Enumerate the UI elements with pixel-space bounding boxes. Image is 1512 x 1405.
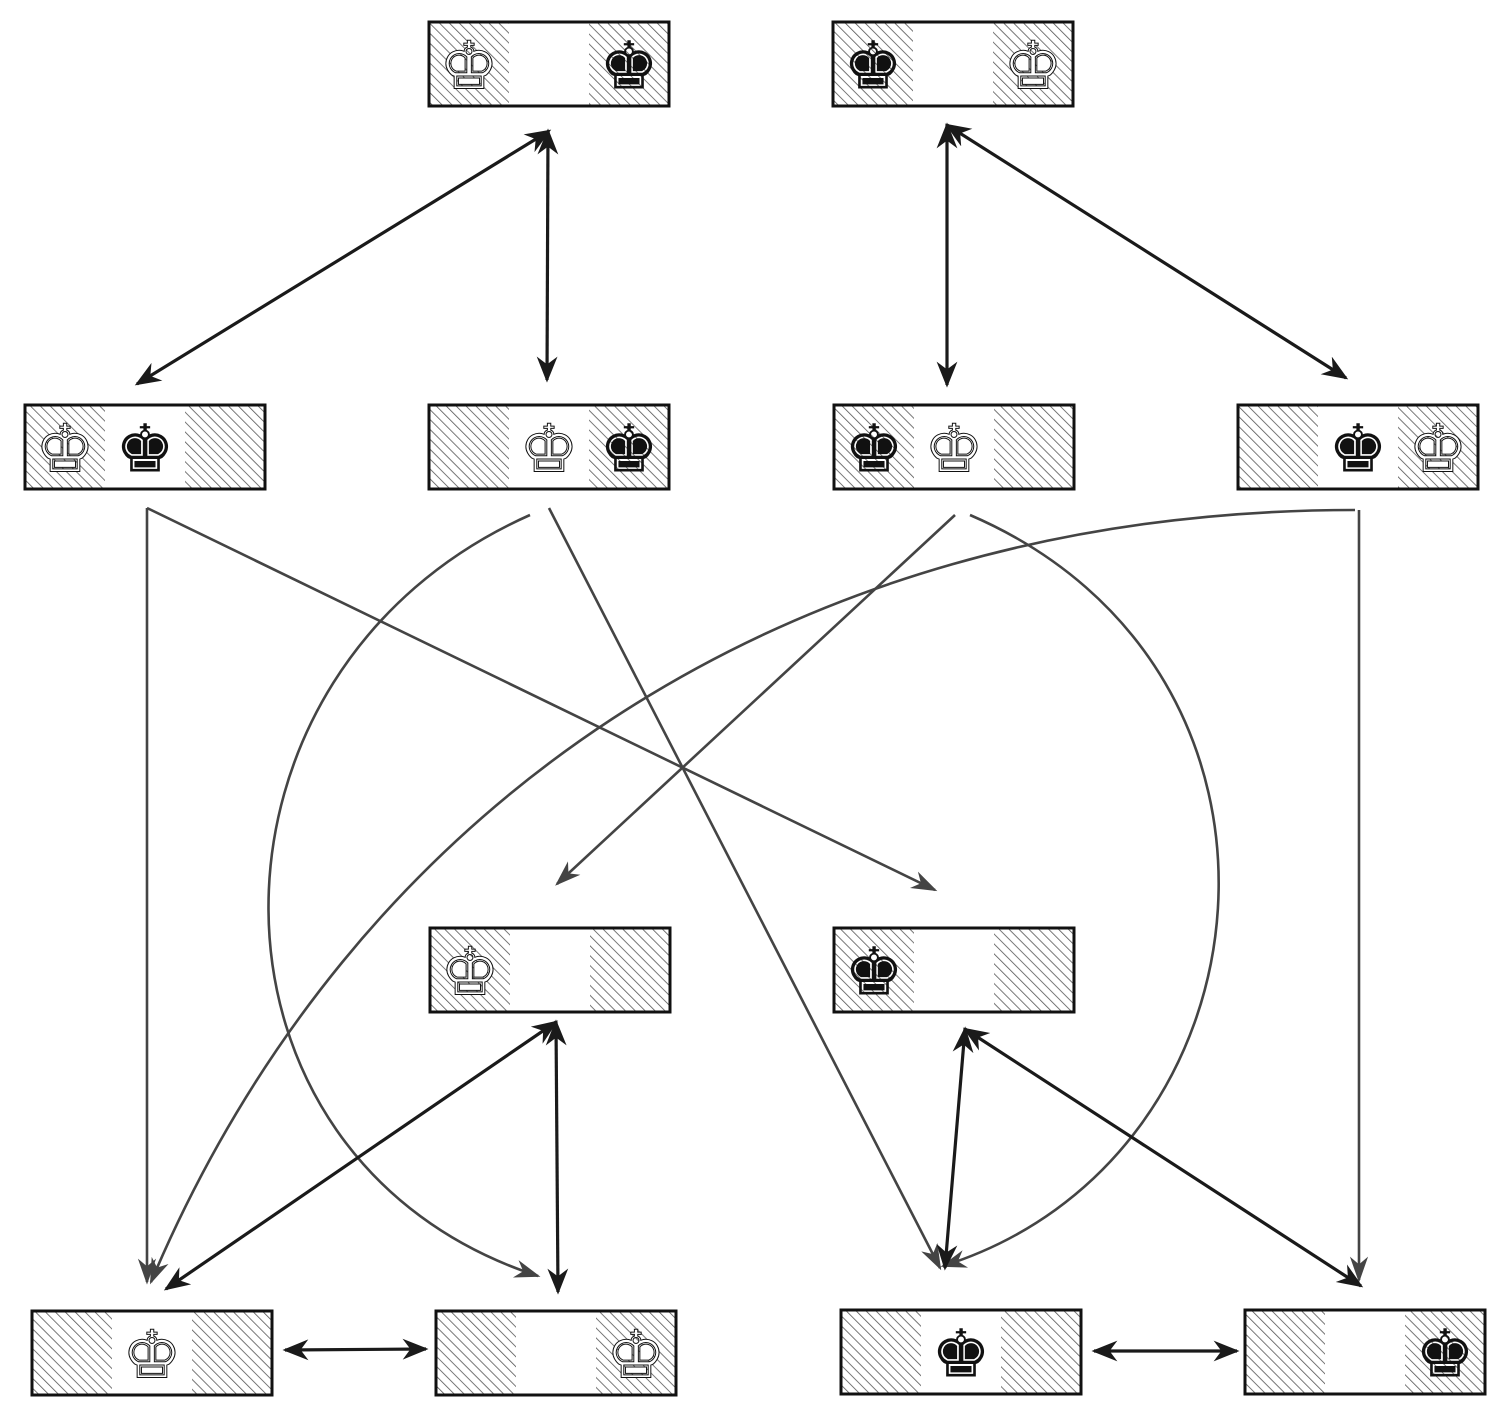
edge-s1-s4 [536,128,559,383]
hatched-cell [1245,1310,1325,1394]
hatched-cell [1001,1310,1081,1394]
state-box-frame [427,403,671,491]
hatched-cell [590,928,670,1012]
hatched-cell [833,22,913,106]
state-box-s11: ♚ [839,1308,1083,1396]
hatched-cell [994,405,1074,489]
hatched-cell [32,1311,112,1395]
hatched-cell [589,405,669,489]
black-king-icon: ♚ [599,28,658,105]
edge-s8-s11 [936,1026,974,1271]
state-box-frame [434,1309,678,1397]
white-king-icon: ♚ [439,28,498,105]
hatched-cell [994,928,1074,1012]
black-king-icon: ♚ [1328,411,1387,488]
black-king-icon: ♚ [844,411,903,488]
hatched-cell [1398,405,1478,489]
white-king-icon: ♚ [122,1317,181,1394]
edge-s8-s12 [962,1027,1364,1288]
black-king-icon: ♚ [599,411,658,488]
hatched-cell [1405,1310,1485,1394]
state-box-s7: ♚ [428,926,672,1014]
edge-s1-s3 [134,129,552,386]
state-box-frame [839,1308,1083,1396]
hatched-cell [25,405,105,489]
hatched-cell [436,1311,516,1395]
state-box-s5: ♚♚ [832,403,1076,491]
state-box-s10: ♚ [434,1309,678,1397]
black-king-icon: ♚ [1415,1316,1474,1393]
hatched-cell [1238,405,1318,489]
state-box-s4: ♚♚ [427,403,671,491]
state-box-frame [832,403,1076,491]
hatched-cell [993,22,1073,106]
states-layer: ♚♚♚♚♚♚♚♚♚♚♚♚♚♚♚♚♚♚ [23,20,1487,1397]
edges-layer [134,122,1369,1362]
edge-s7-s10 [545,1019,569,1295]
state-box-s12: ♚ [1243,1308,1487,1396]
white-king-icon: ♚ [606,1317,665,1394]
state-box-frame [1243,1308,1487,1396]
state-box-s2: ♚♚ [831,20,1075,108]
edge-s7-s9 [163,1020,559,1291]
state-box-frame [428,926,672,1014]
white-king-icon: ♚ [519,411,578,488]
edge-s5-s11 [940,513,1220,1268]
hatched-cell [429,22,509,106]
state-box-s8: ♚ [832,926,1076,1014]
hatched-cell [589,22,669,106]
hatched-cell [185,405,265,489]
white-king-icon: ♚ [35,411,94,488]
hatched-cell [834,928,914,1012]
hatched-cell [834,405,914,489]
edge-s5-s7 [555,514,956,886]
state-box-frame [1236,403,1480,491]
state-box-frame [427,20,671,108]
hatched-cell [841,1310,921,1394]
hatched-cell [429,405,509,489]
state-box-s1: ♚♚ [427,20,671,108]
black-king-icon: ♚ [843,28,902,105]
edge-s4-s11 [547,507,942,1271]
state-box-frame [23,403,267,491]
state-box-s3: ♚♚ [23,403,267,491]
hatched-cell [192,1311,272,1395]
edge-s2-s6 [944,123,1349,380]
hatched-cell [596,1311,676,1395]
state-box-frame [30,1309,274,1397]
state-box-frame [831,20,1075,108]
edge-s4-s10 [267,513,541,1278]
white-king-icon: ♚ [1003,28,1062,105]
edge-s9-s10 [282,1338,429,1361]
state-box-s9: ♚ [30,1309,274,1397]
black-king-icon: ♚ [931,1316,990,1393]
black-king-icon: ♚ [844,934,903,1011]
state-box-frame [832,926,1076,1014]
state-box-s6: ♚♚ [1236,403,1480,491]
white-king-icon: ♚ [1408,411,1467,488]
black-king-icon: ♚ [115,411,174,488]
edge-s3-s8 [146,506,938,892]
white-king-icon: ♚ [924,411,983,488]
white-king-icon: ♚ [440,934,499,1011]
hatched-cell [430,928,510,1012]
